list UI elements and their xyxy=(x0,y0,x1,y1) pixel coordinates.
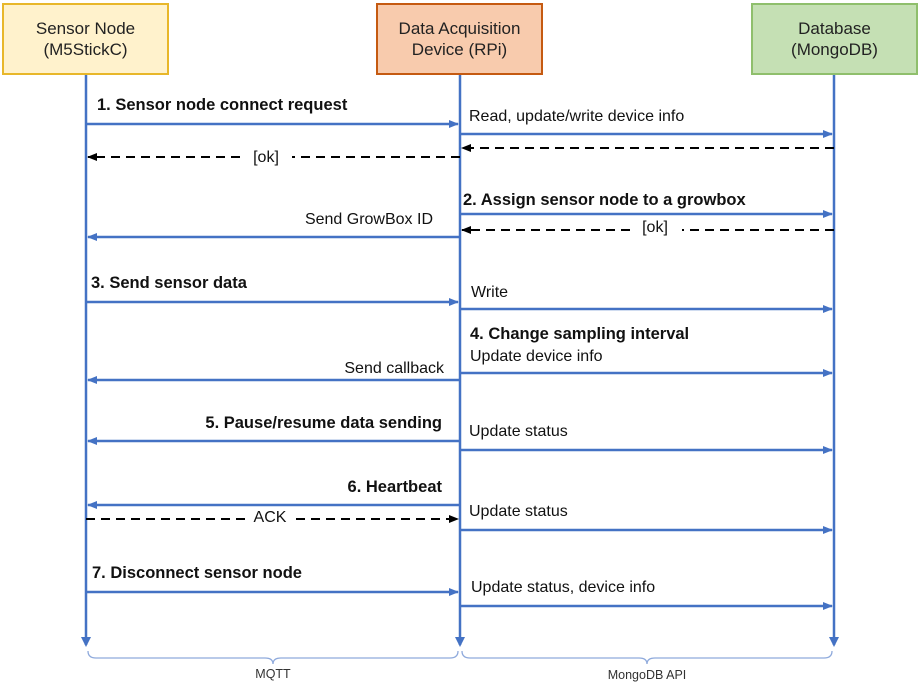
message-6-label: Send GrowBox ID xyxy=(305,211,433,228)
brace-mqtt xyxy=(87,650,459,665)
message-11: Send callback xyxy=(87,360,460,384)
message-8-label: 3. Send sensor data xyxy=(91,274,248,292)
lifeline-daq-end-arrow xyxy=(455,637,465,647)
message-13: Update status xyxy=(460,423,833,454)
message-14-label: 6. Heartbeat xyxy=(348,478,443,496)
message-16-label: Update status xyxy=(469,503,568,520)
message-12: 5. Pause/resume data sending xyxy=(87,414,460,445)
lifeline-db xyxy=(829,75,839,647)
message-8: 3. Send sensor data xyxy=(86,274,459,306)
message-17-label: 7. Disconnect sensor node xyxy=(92,564,302,582)
message-2: Read, update/write device info xyxy=(460,108,833,138)
participant-daq-subtitle: Device (RPi) xyxy=(411,40,508,59)
participant-sensor-node: Sensor Node (M5StickC) xyxy=(2,3,169,75)
message-18: Update status, device info xyxy=(460,579,833,610)
message-15-label: ACK xyxy=(254,509,287,526)
message-2-label: Read, update/write device info xyxy=(469,108,684,125)
message-7-label: [ok] xyxy=(642,219,668,236)
message-12-label: 5. Pause/resume data sending xyxy=(205,414,442,432)
message-4: [ok] xyxy=(87,149,460,166)
message-18-label: Update status, device info xyxy=(471,579,655,596)
message-7: [ok] xyxy=(461,219,834,236)
message-9: Write xyxy=(460,284,833,313)
lifeline-sensor-end-arrow xyxy=(81,637,91,647)
participant-db-subtitle: (MongoDB) xyxy=(791,40,878,59)
message-4-label: [ok] xyxy=(253,149,279,166)
message-6: Send GrowBox ID xyxy=(87,211,460,241)
message-14: 6. Heartbeat xyxy=(87,478,460,509)
message-9-label: Write xyxy=(471,284,508,301)
participant-db-title: Database xyxy=(798,19,871,38)
message-1: 1. Sensor node connect request xyxy=(86,96,459,128)
lifeline-sensor xyxy=(81,75,91,647)
brace-mongodb-api xyxy=(461,650,833,665)
participant-database: Database (MongoDB) xyxy=(751,3,918,75)
protocol-label-mqtt: MQTT xyxy=(255,667,291,681)
message-16: Update status xyxy=(460,503,833,534)
protocol-label-mongodb-api: MongoDB API xyxy=(608,668,687,682)
message-5: 2. Assign sensor node to a growbox xyxy=(460,191,833,218)
message-15: ACK xyxy=(86,509,459,526)
participant-daq-title: Data Acquisition xyxy=(398,19,521,38)
participant-sensor-subtitle: (M5StickC) xyxy=(43,40,128,59)
message-5-label: 2. Assign sensor node to a growbox xyxy=(463,191,747,209)
message-11-label: Send callback xyxy=(344,360,445,377)
participant-sensor-title: Sensor Node xyxy=(35,19,136,38)
lifeline-db-end-arrow xyxy=(829,637,839,647)
message-1-label: 1. Sensor node connect request xyxy=(97,96,348,114)
message-10-heading: 4. Change sampling interval xyxy=(470,325,689,343)
message-17: 7. Disconnect sensor node xyxy=(86,564,459,596)
message-13-label: Update status xyxy=(469,423,568,440)
message-10-label: Update device info xyxy=(470,348,603,365)
participant-data-acquisition: Data Acquisition Device (RPi) xyxy=(376,3,543,75)
lifeline-daq xyxy=(455,75,465,647)
